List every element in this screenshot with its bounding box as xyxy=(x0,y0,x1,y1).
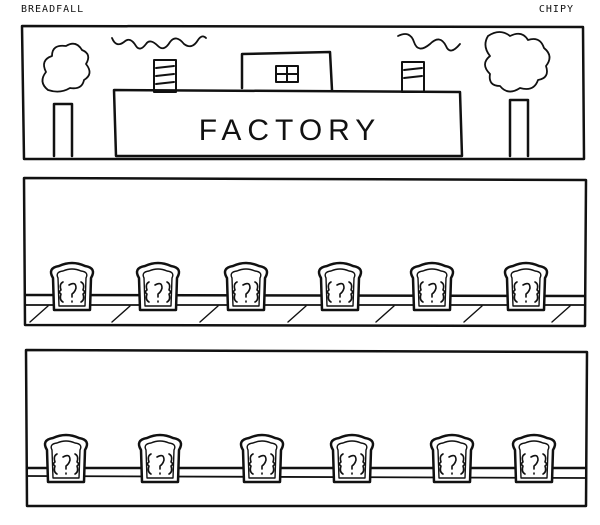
toast-slice-icon xyxy=(43,433,89,484)
panel-conveyor-1 xyxy=(22,176,588,328)
conveyor-belt-bottom-2 xyxy=(26,475,587,479)
chimney-left-icon xyxy=(153,59,177,93)
left-tree-icon xyxy=(41,42,91,158)
toast-slice-icon xyxy=(409,261,455,312)
toast-slice-icon xyxy=(429,433,475,484)
panel-3-border xyxy=(24,348,589,508)
factory-building xyxy=(112,88,464,158)
chimney-right-icon xyxy=(401,61,425,93)
smoke-left-icon xyxy=(111,35,207,50)
right-tree-icon xyxy=(484,31,551,158)
factory-sign: FACTORY xyxy=(199,114,382,147)
toast-slice-icon xyxy=(137,433,183,484)
panel-1-border xyxy=(20,24,586,161)
toast-slice-icon xyxy=(317,261,363,312)
comic-credit: CHIPY xyxy=(538,4,574,15)
toast-slice-icon xyxy=(511,433,557,484)
toast-slice-icon xyxy=(223,261,269,312)
smoke-right-icon xyxy=(397,33,461,52)
conveyor-belt-stripes xyxy=(29,305,571,323)
conveyor-belt-top xyxy=(23,293,587,298)
toast-slice-icon xyxy=(135,261,181,312)
comic-title: BREADFALL xyxy=(21,4,85,15)
toast-slice-icon xyxy=(329,433,375,484)
toast-slice-icon xyxy=(49,261,95,312)
panel-2-border xyxy=(22,176,588,328)
toast-slice-icon xyxy=(503,261,549,312)
panel-conveyor-2 xyxy=(24,348,589,508)
panel-factory xyxy=(20,24,586,161)
factory-roof-box xyxy=(240,50,334,92)
toast-slice-icon xyxy=(239,433,285,484)
window-icon xyxy=(275,65,299,83)
